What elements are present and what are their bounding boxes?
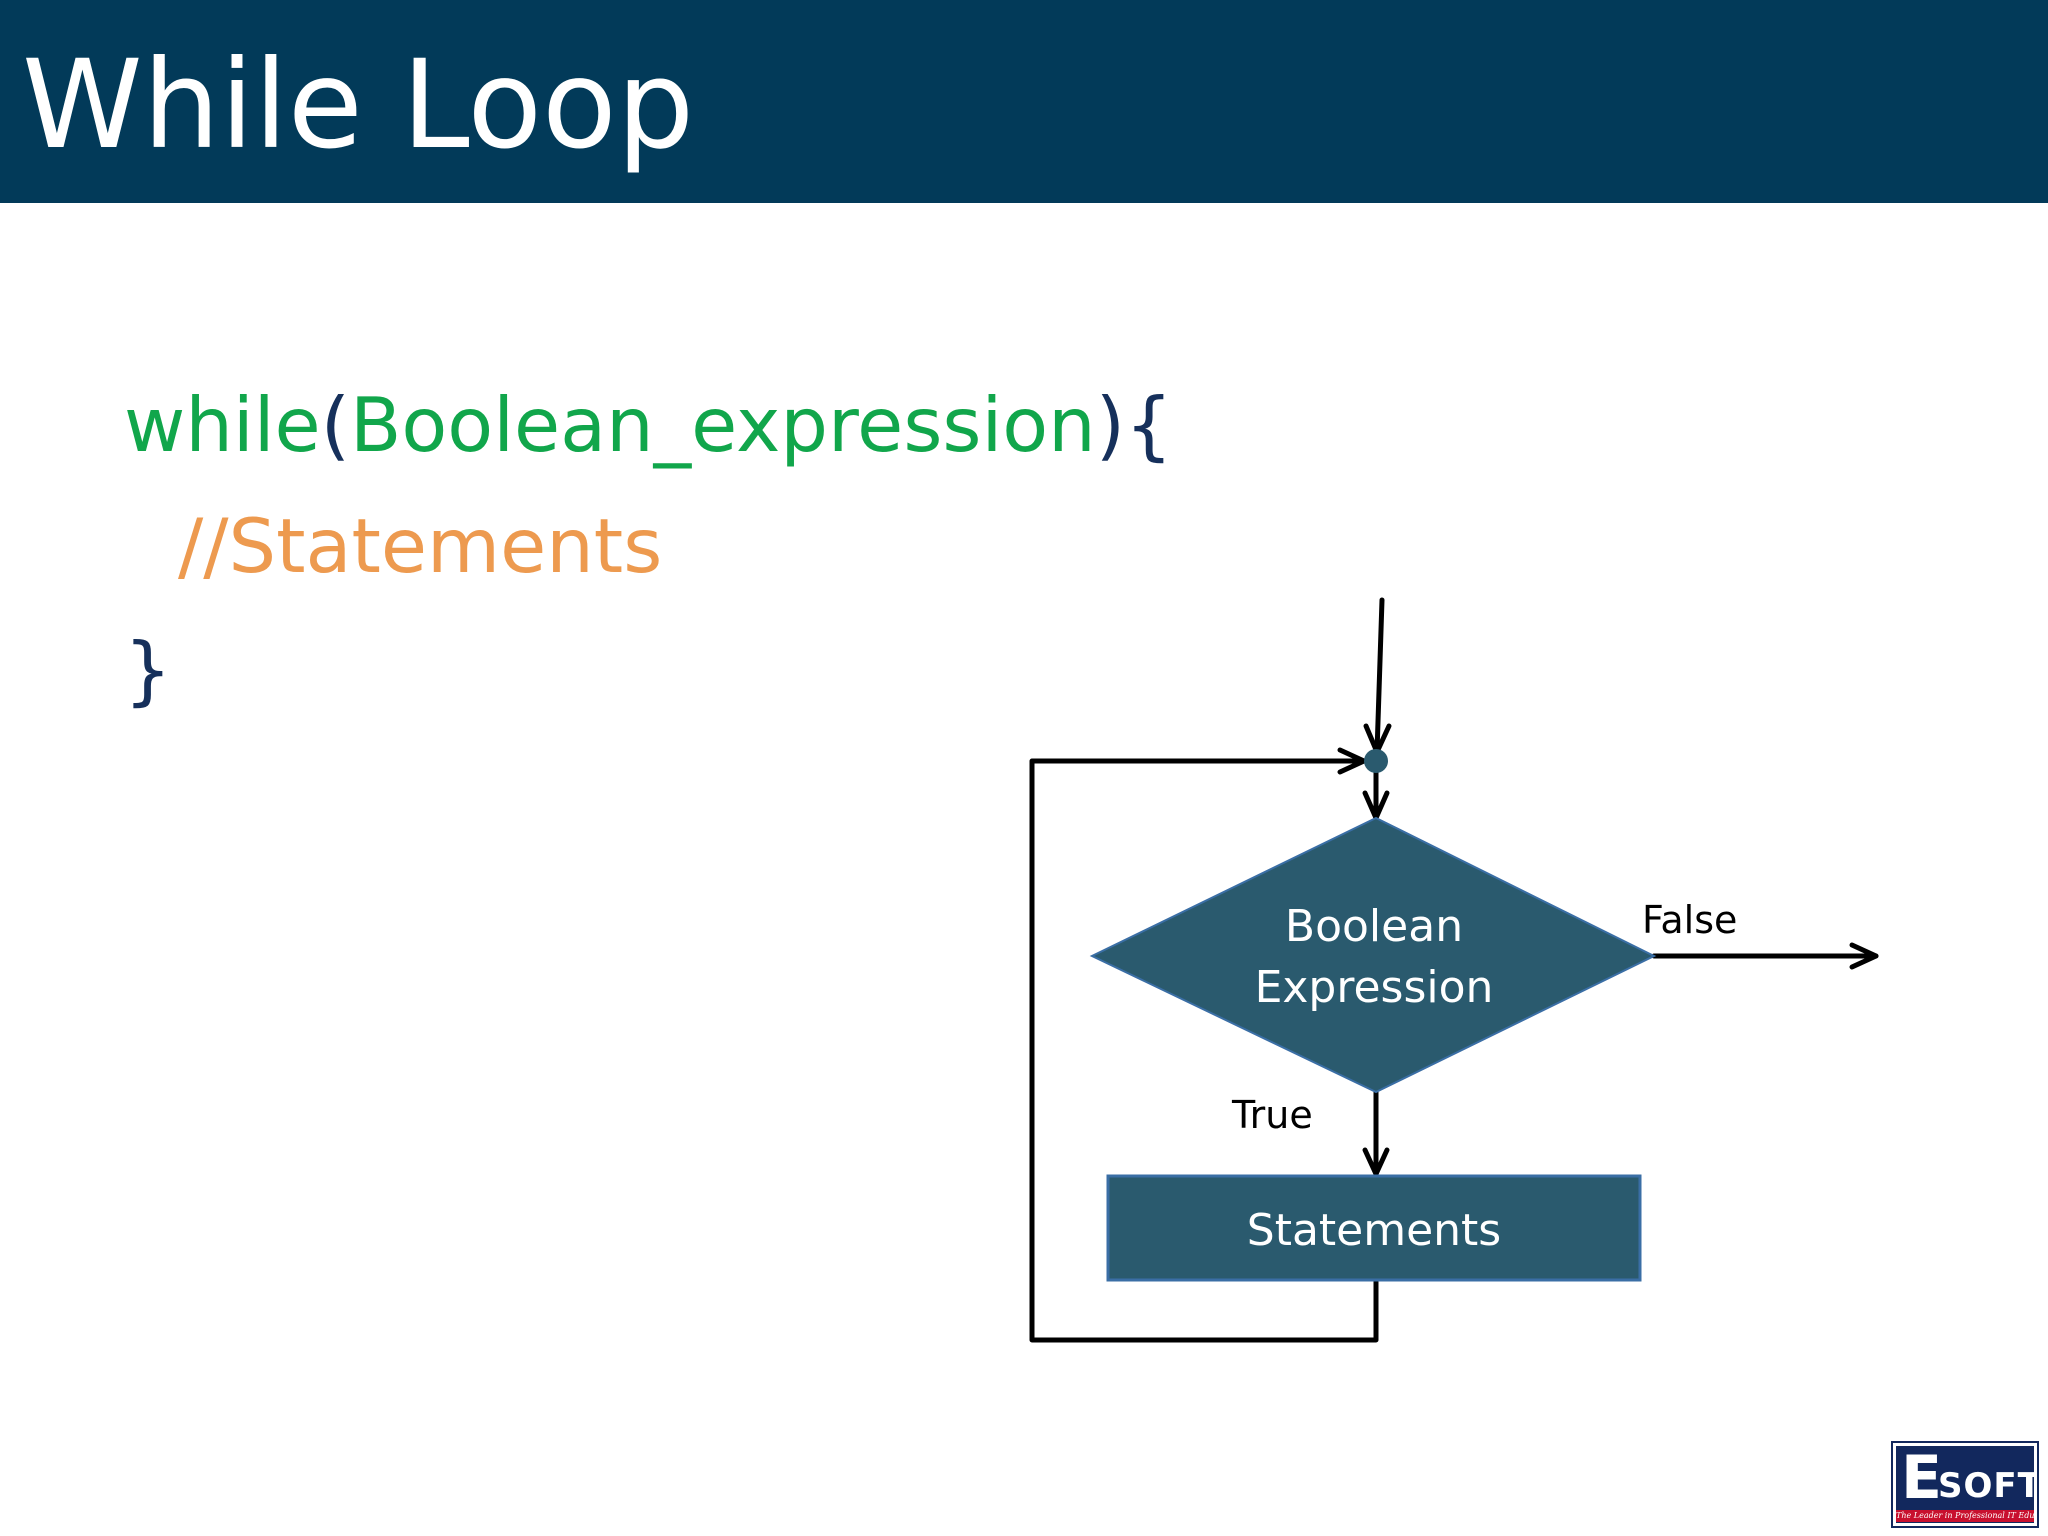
logo-wordmark: SOFT [1938,1466,2037,1506]
statements-box [1106,1174,1642,1282]
decision-diamond [1089,816,1657,1094]
code-condition: Boolean_expression [349,381,1096,469]
code-comment: //Statements [178,502,663,590]
statements-box-label: Statements [1247,1205,1501,1256]
code-line-close: } [124,625,172,715]
entry-arrow-line [1374,597,1385,755]
code-open-paren: ( [320,381,350,469]
title-bar: While Loop [0,0,2048,203]
decision-label-line2: Expression [1255,962,1494,1013]
false-exit-arrow-head [1849,942,1879,970]
false-label: False [1642,898,1737,942]
true-path-arrow-head [1362,1147,1390,1177]
decision-label-line1: Boolean [1285,901,1463,952]
code-keyword: while [124,381,321,469]
loop-back-path [1029,758,1379,1343]
code-line-while: while(Boolean_expression){ [124,380,1173,470]
esoft-logo: E SOFT The Leader in Professional IT Edu… [1893,1443,2037,1526]
logo-letter: E [1901,1443,1942,1513]
junction-dot [1364,749,1388,773]
code-line-comment: //Statements [178,501,662,591]
code-close-brace: } [124,626,172,714]
logo-tagline: The Leader in Professional IT Education [1896,1510,2034,1522]
true-label: True [1231,1093,1313,1137]
slide-title: While Loop [22,34,695,176]
code-close-paren-brace: ){ [1095,381,1173,469]
